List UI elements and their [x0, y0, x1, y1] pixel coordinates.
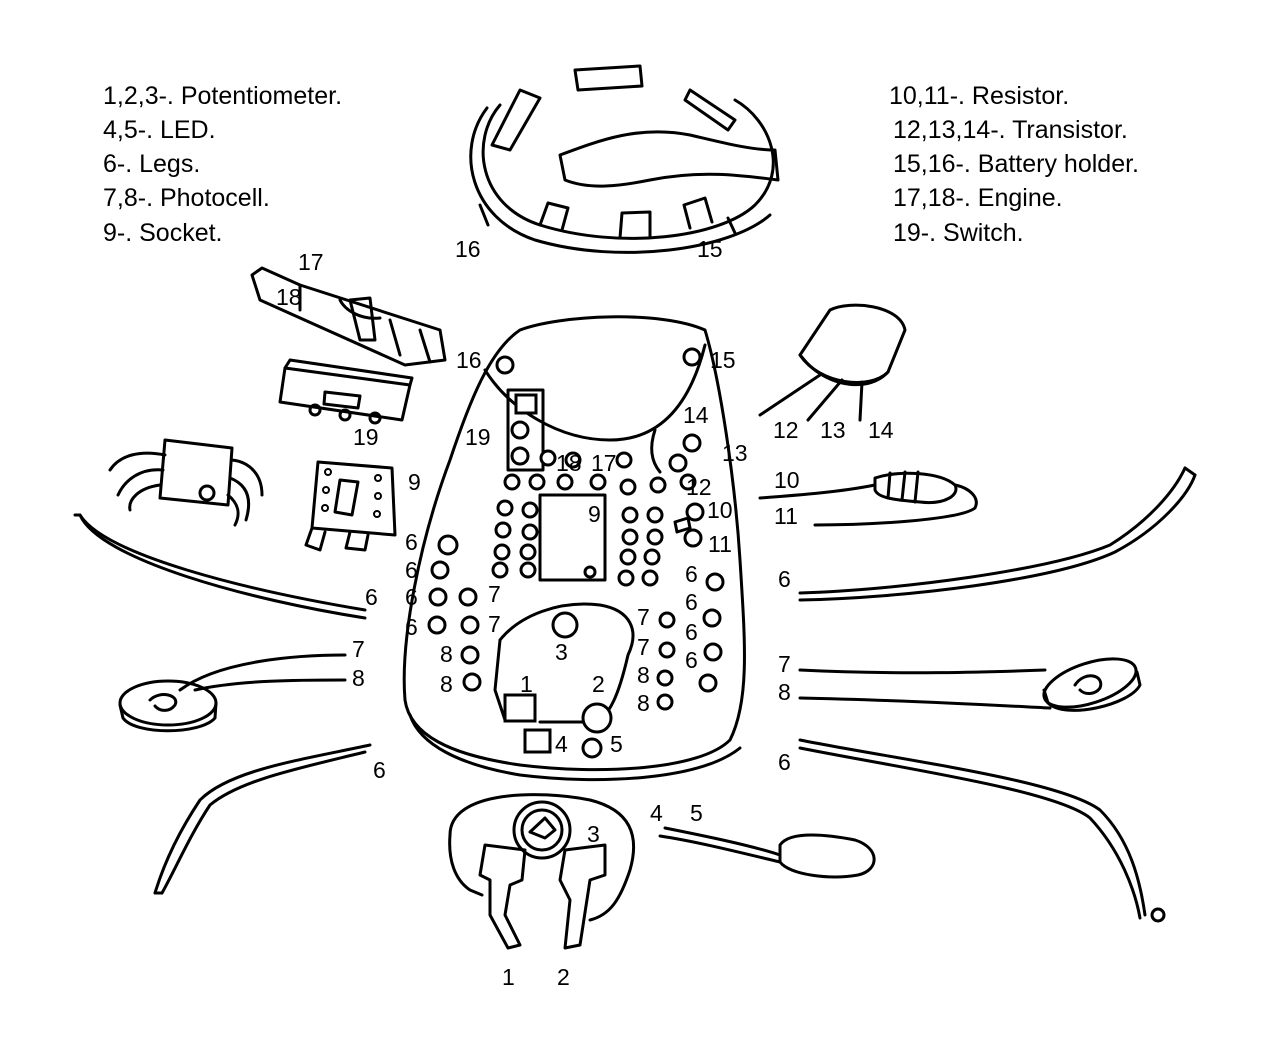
potentiometer-label-1: 1 — [502, 964, 515, 990]
board-label-leg-right-4: 6 — [685, 647, 698, 673]
led-label-5: 5 — [690, 800, 703, 826]
board-label-13: 13 — [722, 440, 748, 466]
left-leg-upper: 6 — [73, 513, 378, 620]
legend-item-switch: 19-. Switch. — [893, 219, 1024, 247]
board-label-10: 10 — [707, 497, 733, 523]
board-label-leg-left-1: 6 — [405, 529, 418, 555]
socket-label-9: 9 — [408, 469, 421, 495]
board-label-photo-left-7b: 7 — [488, 611, 501, 637]
right-leg-upper-label: 6 — [778, 566, 791, 592]
switch: 19 — [278, 358, 414, 450]
left-photocell: 7 8 — [118, 636, 365, 733]
board-label-17: 17 — [591, 450, 617, 476]
board-label-photo-left-8b: 8 — [440, 671, 453, 697]
left-leg-upper-label: 6 — [365, 584, 378, 610]
engine: 17 18 — [250, 249, 447, 367]
board-label-photo-right-8b: 8 — [637, 690, 650, 716]
transistor: 12 13 14 — [758, 303, 907, 443]
battery-holder: 16 15 — [455, 64, 780, 262]
potentiometer-label-2: 2 — [557, 964, 570, 990]
board-label-11: 11 — [708, 531, 732, 557]
board-label-photo-left-8a: 8 — [440, 641, 453, 667]
legend-item-led: 4,5-. LED. — [103, 116, 216, 144]
battery-holder-label-16: 16 — [455, 236, 481, 262]
left-photocell-label-8: 8 — [352, 665, 365, 691]
legend-item-photocell: 7,8-. Photocell. — [103, 184, 270, 212]
engine-label-18: 18 — [276, 284, 302, 310]
board-label-leg-right-3: 6 — [685, 619, 698, 645]
ic-chip-left — [108, 438, 264, 527]
board-hole-15 — [682, 347, 702, 367]
legend-item-socket: 9-. Socket. — [103, 219, 223, 247]
board-label-photo-left-7a: 7 — [488, 581, 501, 607]
left-leg-lower: 6 — [153, 743, 386, 895]
board-label-leg-right-1: 6 — [685, 561, 698, 587]
board-label-18: 18 — [556, 450, 582, 476]
board-label-leg-right-2: 6 — [685, 589, 698, 615]
legend-item-engine: 17,18-. Engine. — [893, 184, 1063, 212]
resistor-label-10: 10 — [774, 467, 800, 493]
legend-item-potentiometer: 1,2,3-. Potentiometer. — [103, 82, 343, 110]
board-label-photo-right-7b: 7 — [637, 634, 650, 660]
board-label-19: 19 — [465, 424, 491, 450]
potentiometer-label-3: 3 — [587, 821, 600, 847]
transistor-label-13: 13 — [820, 417, 846, 443]
board-hole-16 — [495, 355, 515, 375]
right-photocell-label-8: 8 — [778, 679, 791, 705]
potentiometer: 3 1 2 — [448, 793, 636, 990]
left-leg-lower-label: 6 — [373, 757, 386, 783]
legend-item-battery-holder: 15,16-. Battery holder. — [893, 150, 1139, 178]
battery-holder-label-15: 15 — [697, 236, 723, 262]
board-label-9: 9 — [588, 501, 601, 527]
board-label-led-5: 5 — [610, 731, 623, 757]
resistor: 10 11 — [758, 467, 978, 529]
right-photocell-label-7: 7 — [778, 651, 791, 677]
right-photocell: 7 8 — [778, 651, 1142, 712]
board-label-15: 15 — [710, 347, 736, 373]
transistor-label-12: 12 — [773, 417, 799, 443]
engine-label-17: 17 — [298, 249, 324, 275]
right-leg-lower: 6 — [778, 738, 1166, 923]
board-label-photo-right-7a: 7 — [637, 604, 650, 630]
legend-item-resistor: 10,11-. Resistor. — [889, 82, 1070, 110]
left-photocell-label-7: 7 — [352, 636, 365, 662]
board-label-pot-2: 2 — [592, 671, 605, 697]
board-label-leg-left-2: 6 — [405, 557, 418, 583]
board-label-leg-left-3: 6 — [405, 584, 418, 610]
resistor-label-11: 11 — [774, 503, 798, 529]
transistor-label-14: 14 — [868, 417, 894, 443]
board-label-16: 16 — [456, 347, 482, 373]
board-label-led-4: 4 — [555, 731, 568, 757]
circuit-board: 16 15 19 14 13 18 17 12 10 9 11 6 6 6 6 … — [402, 315, 748, 782]
board-label-pot-1: 1 — [520, 671, 533, 697]
right-leg-upper: 6 — [778, 466, 1197, 602]
board-label-leg-left-4: 6 — [405, 614, 418, 640]
board-label-12: 12 — [686, 474, 712, 500]
led-label-4: 4 — [650, 800, 663, 826]
legend-item-transistor: 12,13,14-. Transistor. — [893, 116, 1128, 144]
board-label-photo-right-8a: 8 — [637, 662, 650, 688]
board-label-14: 14 — [683, 402, 709, 428]
right-leg-lower-label: 6 — [778, 749, 791, 775]
socket: 9 — [304, 460, 421, 552]
legend-item-legs: 6-. Legs. — [103, 150, 201, 178]
switch-label-19: 19 — [353, 424, 379, 450]
board-label-pot-3: 3 — [555, 639, 568, 665]
led: 4 5 — [650, 800, 876, 879]
